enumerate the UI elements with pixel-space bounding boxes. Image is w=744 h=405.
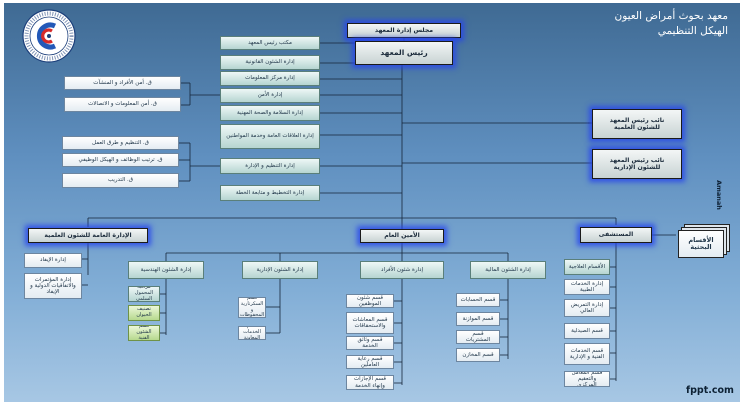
engineering-item: مراقبة المحمول السلمي — [128, 286, 160, 302]
finance-item: قسم المشتريات — [456, 330, 500, 344]
finance-item: قسم الحسابات — [456, 293, 500, 307]
security-sub-item: ق. أمن المعلومات و الاتصالات — [64, 97, 181, 112]
hospital-box: المستشفى — [580, 227, 652, 243]
chart-title: معهد بحوث أمراض العيون الهيكل التنظيمي — [615, 9, 729, 39]
hospital-item: إدارة التمريض العالي — [564, 299, 610, 317]
security-sub-item: ق. أمن الأفراد و المنشآت — [64, 76, 181, 90]
title-line-2: الهيكل التنظيمي — [657, 25, 728, 37]
science-item: إدارة المؤتمرات والاتفاقيات الدولية و ال… — [24, 273, 82, 299]
staff-item: إدارة الشئون القانونية — [220, 55, 320, 70]
engineering-item: قسم الشئون الفنية — [128, 325, 160, 341]
title-line-1: معهد بحوث أمراض العيون — [614, 10, 729, 22]
hospital-item: إدارة الخدمات الطبية — [564, 279, 610, 295]
hr-dept-box: إدارة شئون الأفراد — [360, 261, 444, 279]
hospital-item: قسم المعامل والتعقيم المركزي — [564, 371, 610, 387]
finance-item: قسم الموازنة — [456, 312, 500, 326]
staff-item: إدارة مركز المعلومات — [220, 71, 320, 86]
finance-item: قسم المخازن — [456, 348, 500, 362]
side-label: Amanah — [715, 180, 723, 210]
science-item: إدارة الإيفاد — [24, 253, 82, 268]
hr-item: قسم شئون الموظفين — [346, 294, 394, 308]
org-sub-item: ق. ترتيب الوظائف و الهيكل الوظيفي — [62, 153, 179, 167]
hr-item: قسم المعاشات والاستحقاقات — [346, 312, 394, 334]
research-depts-box: الأقسام البحثية — [678, 230, 724, 258]
director-box: رئيس المعهد — [355, 41, 453, 65]
institute-logo — [22, 9, 76, 63]
org-sub-item: ق. التدريب — [62, 173, 179, 188]
staff-item: إدارة التخطيط و متابعة الخطة — [220, 185, 320, 201]
hr-item: قسم وثائق الخدمة — [346, 336, 394, 350]
finance-dept-box: إدارة الشئون المالية — [470, 261, 546, 279]
staff-item: مكتب رئيس المعهد — [220, 36, 320, 50]
general-secretary-box: الأمين العام — [360, 229, 444, 243]
org-sub-item: ق. التنظيم و طرق العمل — [62, 136, 179, 150]
science-admin-box: الإدارة العامة للشئون العلمية — [28, 228, 148, 243]
staff-item: إدارة التنظيم و الإدارة — [220, 158, 320, 174]
hr-item: قسم الإجازات وإنهاء الخدمة — [346, 375, 394, 390]
board-box: مجلس إدارة المعهد — [347, 23, 461, 38]
staff-item: إدارة العلاقات العامة وخدمة المواطنين — [220, 124, 320, 149]
hospital-item: قسم الصيدلية — [564, 323, 610, 339]
hr-item: قسم رعاية العاملين — [346, 355, 394, 369]
admin-item: قسم الخدمات المعاونة — [238, 326, 266, 340]
engineering-item: تصنيف الحيوان — [128, 305, 160, 321]
staff-item: إدارة الأمن — [220, 88, 320, 103]
hospital-item: قسم الخدمات الفنية و الإدارية — [564, 343, 610, 365]
slide: معهد بحوث أمراض العيون الهيكل التنظيمي م… — [4, 3, 740, 402]
footer-brand: fppt.com — [686, 385, 734, 396]
staff-item: إدارة السلامة والصحة المهنية — [220, 105, 320, 121]
admin-dept-box: إدارة الشئون الإدارية — [242, 261, 318, 279]
hospital-item: الأقسام العلاجية — [564, 259, 610, 275]
connector-lines — [82, 37, 676, 385]
admin-item: قسم السكرتارية و المحفوظات — [238, 297, 266, 318]
engineering-dept-box: إدارة الشئون الهندسية — [128, 261, 204, 279]
